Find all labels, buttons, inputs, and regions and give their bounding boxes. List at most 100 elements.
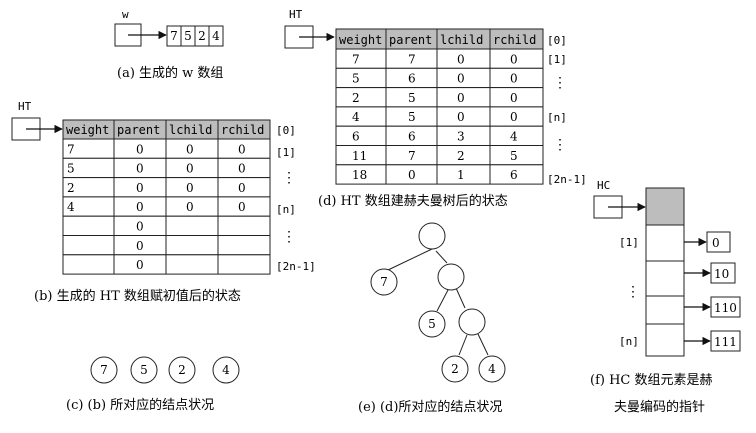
tree-node-internal	[437, 263, 465, 291]
table-cell: 18	[352, 168, 367, 182]
ht-b-indices: [0][1]⋮[n]⋮[2n-1]	[276, 124, 316, 273]
table-cell: 0	[238, 142, 246, 156]
w-cell	[208, 25, 224, 47]
table-header-cell: rchild	[221, 123, 264, 137]
caption-a: (a) 生成的 w 数组	[117, 65, 223, 81]
tree-leaf-value: 4	[488, 362, 496, 376]
table-cell: 0	[136, 142, 144, 156]
node-circle	[130, 356, 158, 384]
table-cell: 5	[408, 91, 416, 105]
table-index: [1]	[276, 146, 296, 159]
table-cell: 0	[136, 258, 144, 272]
table-index-ellipsis: ⋮	[553, 137, 567, 153]
hc-pointer-label: HC	[597, 179, 610, 192]
table-cell: 7	[408, 149, 416, 163]
tree-node-leaf	[478, 355, 506, 383]
table-index: [0]	[276, 124, 296, 137]
tree-edge	[477, 333, 489, 356]
table-row	[335, 164, 544, 185]
tree-node-internal	[458, 308, 486, 336]
tree-node-leaf	[418, 310, 446, 338]
table-cell: 11	[352, 149, 367, 163]
node-value: 2	[178, 363, 186, 377]
table-cell: 7	[408, 52, 416, 66]
hc-code-value: 110	[714, 301, 737, 315]
table-cell: 6	[510, 168, 518, 182]
table-index-ellipsis: ⋮	[553, 75, 567, 91]
ht-d-pointer-label: HT	[289, 8, 303, 21]
table-cell: 5	[352, 72, 360, 86]
table-cell: 5	[510, 149, 518, 163]
table-cell: 6	[408, 130, 416, 144]
table-cell: 7	[67, 142, 75, 156]
huffman-tree-nodes: 7 5 2 4	[370, 222, 506, 383]
hc-index: [n]	[619, 335, 639, 348]
table-cell: 0	[457, 91, 465, 105]
table-index: [2n-1]	[276, 260, 316, 273]
tree-edge	[435, 250, 448, 264]
table-index-ellipsis: ⋮	[282, 229, 296, 245]
hc-cell	[645, 295, 685, 325]
table-cell: 0	[510, 72, 518, 86]
hc-code-boxes: 0 10 110 111	[706, 231, 741, 352]
caption-b: (b) 生成的 HT 数组赋初值后的状态	[34, 288, 241, 304]
hc-code-arrows	[684, 237, 711, 346]
table-cell: 0	[186, 200, 194, 214]
table-header-cell: lchild	[440, 33, 483, 47]
table-cell: 0	[238, 162, 246, 176]
table-cell: 0	[408, 168, 416, 182]
table-cell: 0	[136, 181, 144, 195]
caption-d: (d) HT 数组建赫夫曼树后的状态	[318, 193, 508, 209]
table-cell: 3	[457, 130, 465, 144]
tree-edge	[387, 248, 433, 271]
table-cell: 2	[457, 149, 465, 163]
table-cell: 0	[186, 162, 194, 176]
tree-node-leaf	[441, 355, 469, 383]
hc-code-value: 111	[714, 335, 737, 349]
w-cell-value: 2	[198, 29, 206, 43]
w-pointer-label: w	[122, 8, 129, 21]
table-cell: 0	[136, 239, 144, 253]
tree-leaf-value: 7	[380, 275, 388, 289]
table-cell: 4	[352, 110, 360, 124]
w-cell-value: 4	[212, 29, 220, 43]
table-cell: 1	[457, 168, 465, 182]
node-value: 5	[140, 363, 148, 377]
panel-f: HC [1] ⋮ [n] 0 10 110 111	[590, 179, 741, 415]
table-cell: 2	[352, 91, 360, 105]
panel-a: w 7 5 2 4 (a) 生成的 w 数组	[114, 8, 224, 81]
table-cell: 0	[186, 181, 194, 195]
table-cell: 0	[457, 52, 465, 66]
table-cell: 0	[238, 181, 246, 195]
hc-code-value: 10	[714, 267, 729, 281]
caption-f-line1: (f) HC 数组元素是赫	[590, 373, 713, 388]
table-cell: 4	[67, 200, 75, 214]
table-cell: 0	[136, 162, 144, 176]
table-header-cell: rchild	[493, 33, 536, 47]
hc-code-box	[710, 330, 741, 352]
table-cell: 0	[136, 200, 144, 214]
panel-e: 7 5 2 4 (e) (d)所对应的结点状况	[358, 222, 506, 415]
tree-node-root	[418, 222, 446, 250]
table-header-cell: parent	[117, 123, 160, 137]
table-cell: 0	[457, 110, 465, 124]
hc-index: [1]	[619, 236, 639, 249]
tree-edge	[436, 289, 449, 312]
tree-leaf-value: 2	[451, 362, 459, 376]
caption-f-line2: 夫曼编码的指针	[614, 399, 705, 415]
table-index: [n]	[276, 203, 296, 216]
table-cell: 5	[67, 162, 75, 176]
table-cell: 0	[510, 91, 518, 105]
tree-leaf-value: 5	[428, 317, 436, 331]
ht-d-indices: [0][1]⋮[n]⋮[2n-1]	[547, 34, 587, 186]
hc-cell	[645, 224, 685, 262]
hc-cell-header	[645, 187, 685, 226]
hc-code-box	[710, 262, 736, 284]
table-cell: 7	[352, 52, 360, 66]
